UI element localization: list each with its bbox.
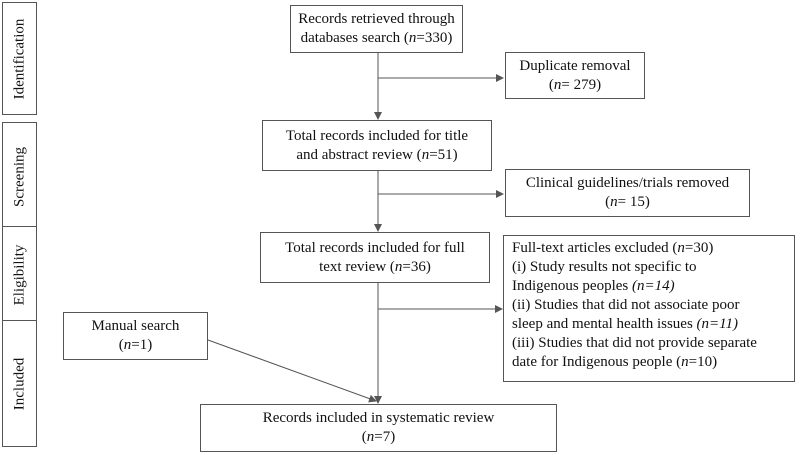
stage-screening: Screening [2,122,37,232]
box-title-abstract: Total records included for title and abs… [262,120,492,171]
included-review-line1: Records included in systematic review [262,410,495,426]
excluded-reason-2: (ii) Studies that did not associate poor [512,297,740,313]
box-duplicate-removal: Duplicate removal (n= 279) [505,52,645,99]
excluded-reason-1: (i) Study results not specific to [512,259,697,275]
guidelines-removed-line1: Clinical guidelines/trials removed [525,175,730,191]
arrow-manual-to-included [207,339,377,403]
box-guidelines-removed: Clinical guidelines/trials removed (n= 1… [505,169,750,217]
box-excluded: Full-text articles excluded (n=30) (i) S… [503,235,795,382]
excluded-reason-3: (iii) Studies that did not provide separ… [512,335,757,351]
box-records-retrieved: Records retrieved through databases sear… [290,5,463,53]
title-abstract-line1: Total records included for title [285,127,469,144]
manual-search-line1: Manual search [91,318,180,334]
box-full-text: Total records included for full text rev… [260,232,490,283]
stage-included: Included [2,320,37,447]
records-retrieved-line1: Records retrieved through [298,11,455,27]
stage-identification: Identification [2,2,37,115]
box-included-review: Records included in systematic review (n… [200,404,557,452]
duplicate-removal-line1: Duplicate removal [519,57,631,74]
full-text-line1: Total records included for full [285,239,465,256]
box-manual-search: Manual search (n=1) [63,312,208,360]
